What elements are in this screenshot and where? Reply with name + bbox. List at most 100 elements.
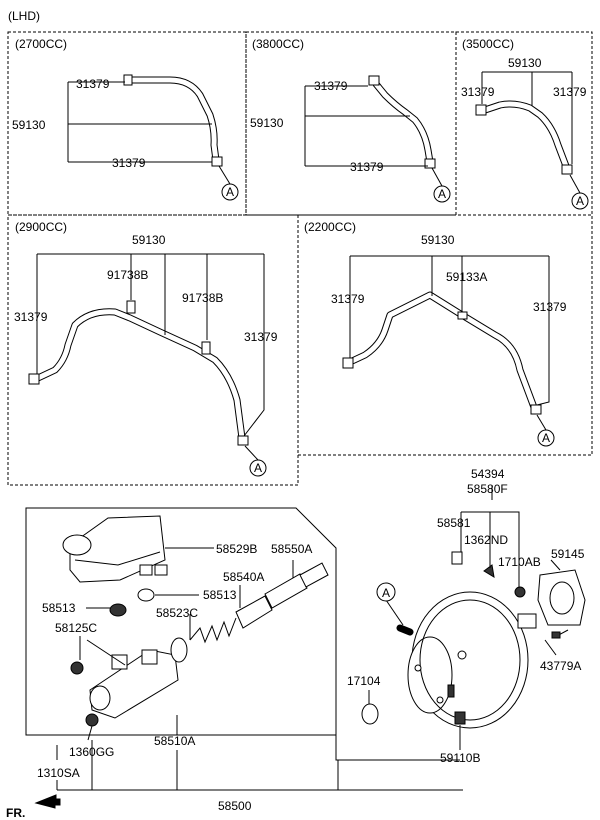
part-label: 31379 bbox=[14, 310, 48, 324]
part-label: 58510A bbox=[154, 734, 195, 748]
part-label: 59130 bbox=[12, 118, 46, 132]
part-label: 58523C bbox=[156, 606, 198, 620]
section-title: (3500CC) bbox=[462, 37, 514, 51]
bolt-58581 bbox=[451, 551, 463, 565]
part-label: 1310SA bbox=[37, 766, 80, 780]
part-label: 31379 bbox=[553, 85, 587, 99]
part-label: 17104 bbox=[347, 674, 381, 688]
clamp-31379 bbox=[561, 164, 573, 175]
connection-point-a bbox=[376, 582, 396, 602]
part-label: 91738B bbox=[107, 268, 148, 282]
cylinder-port bbox=[111, 654, 128, 670]
booster-stud bbox=[454, 711, 466, 725]
section-title: (2200CC) bbox=[304, 220, 356, 234]
connection-point-a bbox=[221, 183, 239, 201]
section-title: (2700CC) bbox=[15, 37, 67, 51]
piston-58540a bbox=[235, 595, 273, 629]
grommet-58513 bbox=[137, 588, 155, 602]
reservoir-cap bbox=[62, 534, 92, 556]
part-label: 31379 bbox=[461, 85, 495, 99]
part-label: 91738B bbox=[182, 291, 223, 305]
circle-label: A bbox=[226, 185, 234, 199]
front-arrow-icon bbox=[34, 794, 61, 809]
clip-91738b bbox=[201, 341, 211, 355]
clamp-31379 bbox=[28, 373, 40, 385]
spring bbox=[189, 617, 237, 644]
part-label: 58540A bbox=[223, 570, 264, 584]
part-label: 31379 bbox=[533, 300, 567, 314]
part-label: 31379 bbox=[244, 330, 278, 344]
clamp-31379 bbox=[424, 158, 436, 169]
seal-17104 bbox=[361, 703, 379, 725]
clamp-31379 bbox=[368, 75, 380, 86]
clip-59133a bbox=[457, 311, 468, 320]
part-label: 31379 bbox=[112, 156, 146, 170]
section-3800cc: (3800CC) A 31379 59130 31379 bbox=[250, 37, 451, 203]
fr-label: FR. bbox=[6, 806, 25, 820]
booster-bracket bbox=[451, 551, 586, 639]
bottom-labels: 54394 58580F 58581 1362ND 1710AB 59145 4… bbox=[37, 467, 585, 813]
grommet-58513 bbox=[109, 603, 127, 617]
front-direction-indicator: FR. bbox=[6, 794, 61, 820]
part-label: 58580F bbox=[467, 482, 508, 496]
connection-point-a bbox=[433, 185, 451, 203]
lhd-label: (LHD) bbox=[8, 9, 40, 23]
seal-58523c bbox=[170, 637, 188, 663]
master-cylinder-assembly bbox=[25, 507, 337, 736]
part-label: 31379 bbox=[314, 79, 348, 93]
part-label: 59130 bbox=[250, 116, 284, 130]
section-2200cc: (2200CC) A 59130 59133A 31379 31379 bbox=[304, 220, 567, 447]
part-label: 59133A bbox=[446, 270, 487, 284]
part-label: 59110B bbox=[440, 751, 480, 765]
clamp-31379 bbox=[237, 435, 249, 446]
section-box-2900 bbox=[7, 214, 299, 486]
part-label: 31379 bbox=[350, 160, 384, 174]
clamp-31379 bbox=[211, 156, 223, 167]
clamp-31379 bbox=[342, 357, 354, 369]
section-box-2200 bbox=[297, 214, 593, 456]
section-box-2700 bbox=[7, 31, 247, 216]
connection-point-a bbox=[571, 192, 589, 210]
nut-1360gg bbox=[85, 713, 99, 727]
section-2900cc: (2900CC) A 59130 91738B 91738B 31379 313… bbox=[14, 220, 278, 477]
part-label: 54394 bbox=[471, 467, 505, 481]
clip-1362nd bbox=[483, 564, 495, 578]
part-label: 58529B bbox=[216, 542, 257, 556]
clip-43779a bbox=[551, 631, 561, 639]
clamp-31379 bbox=[475, 104, 487, 116]
clamp-31379 bbox=[123, 74, 133, 86]
circle-label: A bbox=[542, 431, 550, 445]
section-2700cc: (2700CC) A 31379 59130 31379 bbox=[12, 37, 239, 201]
part-label: 58500 bbox=[218, 799, 252, 813]
part-label: 58581 bbox=[437, 516, 471, 530]
reservoir-port bbox=[139, 564, 153, 576]
booster-stud bbox=[447, 684, 455, 698]
gasket-59145 bbox=[537, 569, 586, 626]
circle-label: A bbox=[254, 461, 262, 475]
piston-58550a bbox=[264, 573, 308, 609]
part-label: 58513 bbox=[203, 588, 237, 602]
bracket-43779a bbox=[517, 613, 537, 629]
connection-point-a bbox=[537, 429, 555, 447]
part-label: 58513 bbox=[42, 601, 76, 615]
bottom-leader-lines bbox=[56, 485, 561, 791]
circle-label: A bbox=[576, 194, 584, 208]
circle-label: A bbox=[382, 586, 390, 600]
part-label: 58125C bbox=[55, 621, 97, 635]
section-title: (3800CC) bbox=[252, 37, 304, 51]
nut-1710ab bbox=[514, 586, 526, 598]
part-label: 59130 bbox=[132, 233, 166, 247]
cylinder-port bbox=[141, 649, 158, 665]
part-label: 31379 bbox=[76, 77, 110, 91]
part-label: 1710AB bbox=[498, 555, 541, 569]
part-label: 59130 bbox=[508, 56, 542, 70]
part-label: 59130 bbox=[421, 233, 455, 247]
section-3500cc: (3500CC) A 59130 31379 31379 bbox=[461, 37, 589, 210]
part-label: 58550A bbox=[271, 542, 312, 556]
clamp-31379 bbox=[530, 404, 542, 415]
part-label: 1360GG bbox=[69, 745, 114, 759]
brake-booster bbox=[361, 591, 529, 729]
clip-91738b bbox=[126, 300, 136, 314]
part-label: 43779A bbox=[540, 659, 581, 673]
